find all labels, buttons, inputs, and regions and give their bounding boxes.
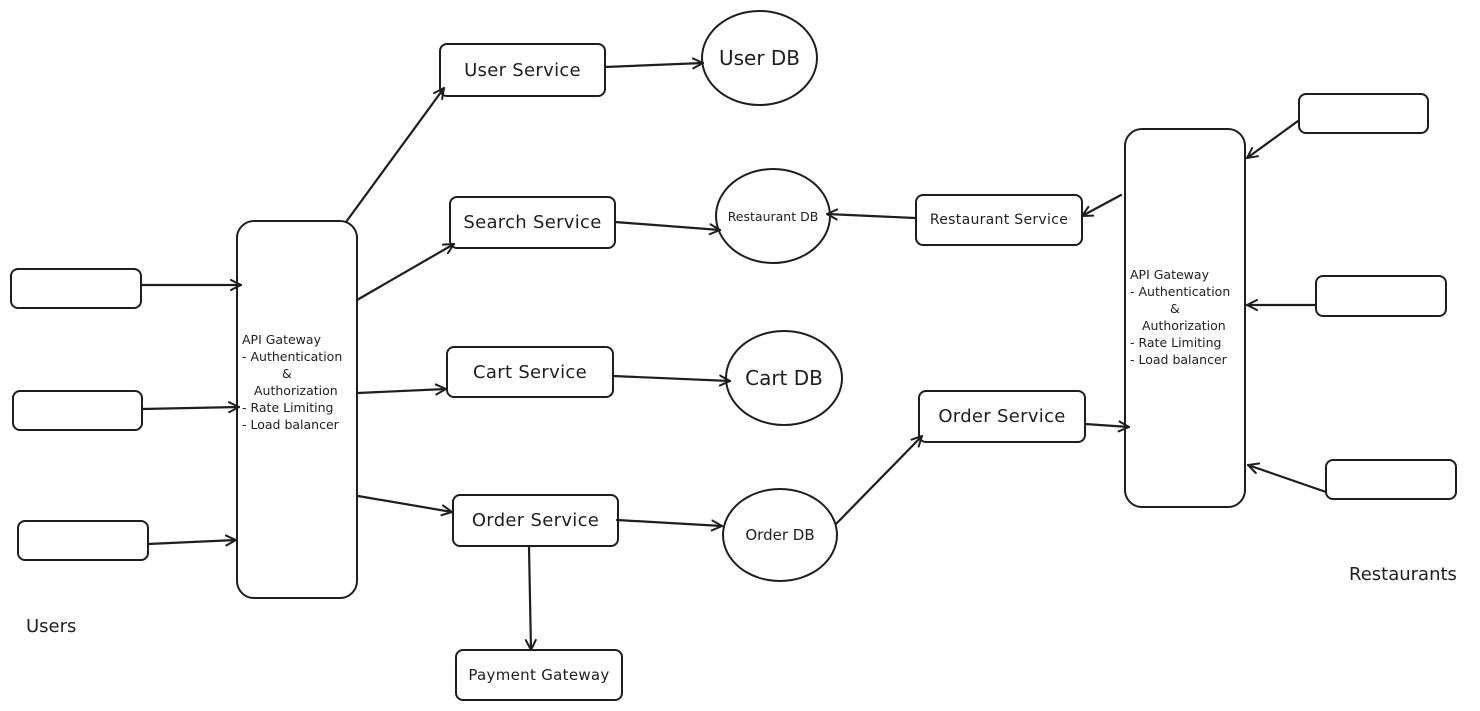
order-service-box: Order Service <box>452 494 619 547</box>
gateway-title: API Gateway <box>242 332 321 347</box>
cart-service-box: Cart Service <box>446 346 614 398</box>
restaurant-api-gateway-text: API Gateway - Authentication & Authoriza… <box>1130 266 1230 368</box>
user-client-box <box>17 520 149 561</box>
gateway-feature: - Load balancer <box>242 417 339 432</box>
user-client-box <box>10 268 142 309</box>
cart-db: Cart DB <box>725 330 843 426</box>
arrow-gateway-to-cart-service <box>356 383 448 396</box>
user-api-gateway <box>236 220 358 599</box>
gateway-feature: Authorization <box>254 383 338 398</box>
restaurant-api-gateway <box>1124 128 1246 508</box>
arrow-user-service-to-user-db <box>603 57 705 70</box>
arrow-cart-service-to-cart-db <box>611 374 732 387</box>
arrow-restaurant-order-service-to-gateway <box>1083 420 1131 433</box>
gateway-feature: - Authentication <box>1130 284 1231 299</box>
gateway-feature: - Rate Limiting <box>242 400 334 415</box>
restaurant-service-box: Restaurant Service <box>915 194 1083 246</box>
user-service-box: User Service <box>439 43 606 97</box>
order-db: Order DB <box>722 488 838 582</box>
arrow-gateway-to-search-service <box>355 242 456 302</box>
arrow-order-service-to-payment-gateway <box>524 545 537 652</box>
restaurants-label: Restaurants <box>1349 564 1457 585</box>
gateway-feature: & <box>1170 301 1180 316</box>
gateway-title: API Gateway <box>1130 267 1209 282</box>
arrow-restaurant-service-to-restaurant-db <box>825 208 917 221</box>
gateway-feature: & <box>282 366 292 381</box>
arrow-restaurant-client-3-to-gateway <box>1246 462 1328 494</box>
gateway-feature: - Rate Limiting <box>1130 335 1222 350</box>
user-api-gateway-text: API Gateway - Authentication & Authoriza… <box>242 331 342 433</box>
restaurant-db: Restaurant DB <box>715 168 831 264</box>
arrow-gateway-to-user-service <box>344 86 446 224</box>
arrow-gateway-to-restaurant-service <box>1080 193 1123 218</box>
gateway-feature: Authorization <box>1142 318 1226 333</box>
arrow-user-client-2-to-gateway <box>140 401 241 414</box>
arrow-order-db-to-restaurant-order-service <box>834 434 924 526</box>
gateway-feature: - Load balancer <box>1130 352 1227 367</box>
arrow-restaurant-client-1-to-gateway <box>1245 119 1300 160</box>
arrow-user-client-3-to-gateway <box>146 534 238 547</box>
search-service-box: Search Service <box>449 196 616 249</box>
payment-gateway-box: Payment Gateway <box>455 649 623 701</box>
user-db: User DB <box>701 10 818 106</box>
arrow-order-service-to-order-db <box>615 518 724 532</box>
restaurant-client-box <box>1315 275 1447 317</box>
restaurant-order-service-box: Order Service <box>918 390 1086 443</box>
arrow-search-service-to-restaurant-db <box>613 220 722 236</box>
gateway-feature: - Authentication <box>242 349 343 364</box>
users-label: Users <box>26 616 77 637</box>
user-client-box <box>12 390 143 431</box>
restaurant-client-box <box>1325 459 1457 500</box>
arrow-gateway-to-order-service <box>356 494 454 517</box>
restaurant-client-box <box>1298 93 1429 134</box>
